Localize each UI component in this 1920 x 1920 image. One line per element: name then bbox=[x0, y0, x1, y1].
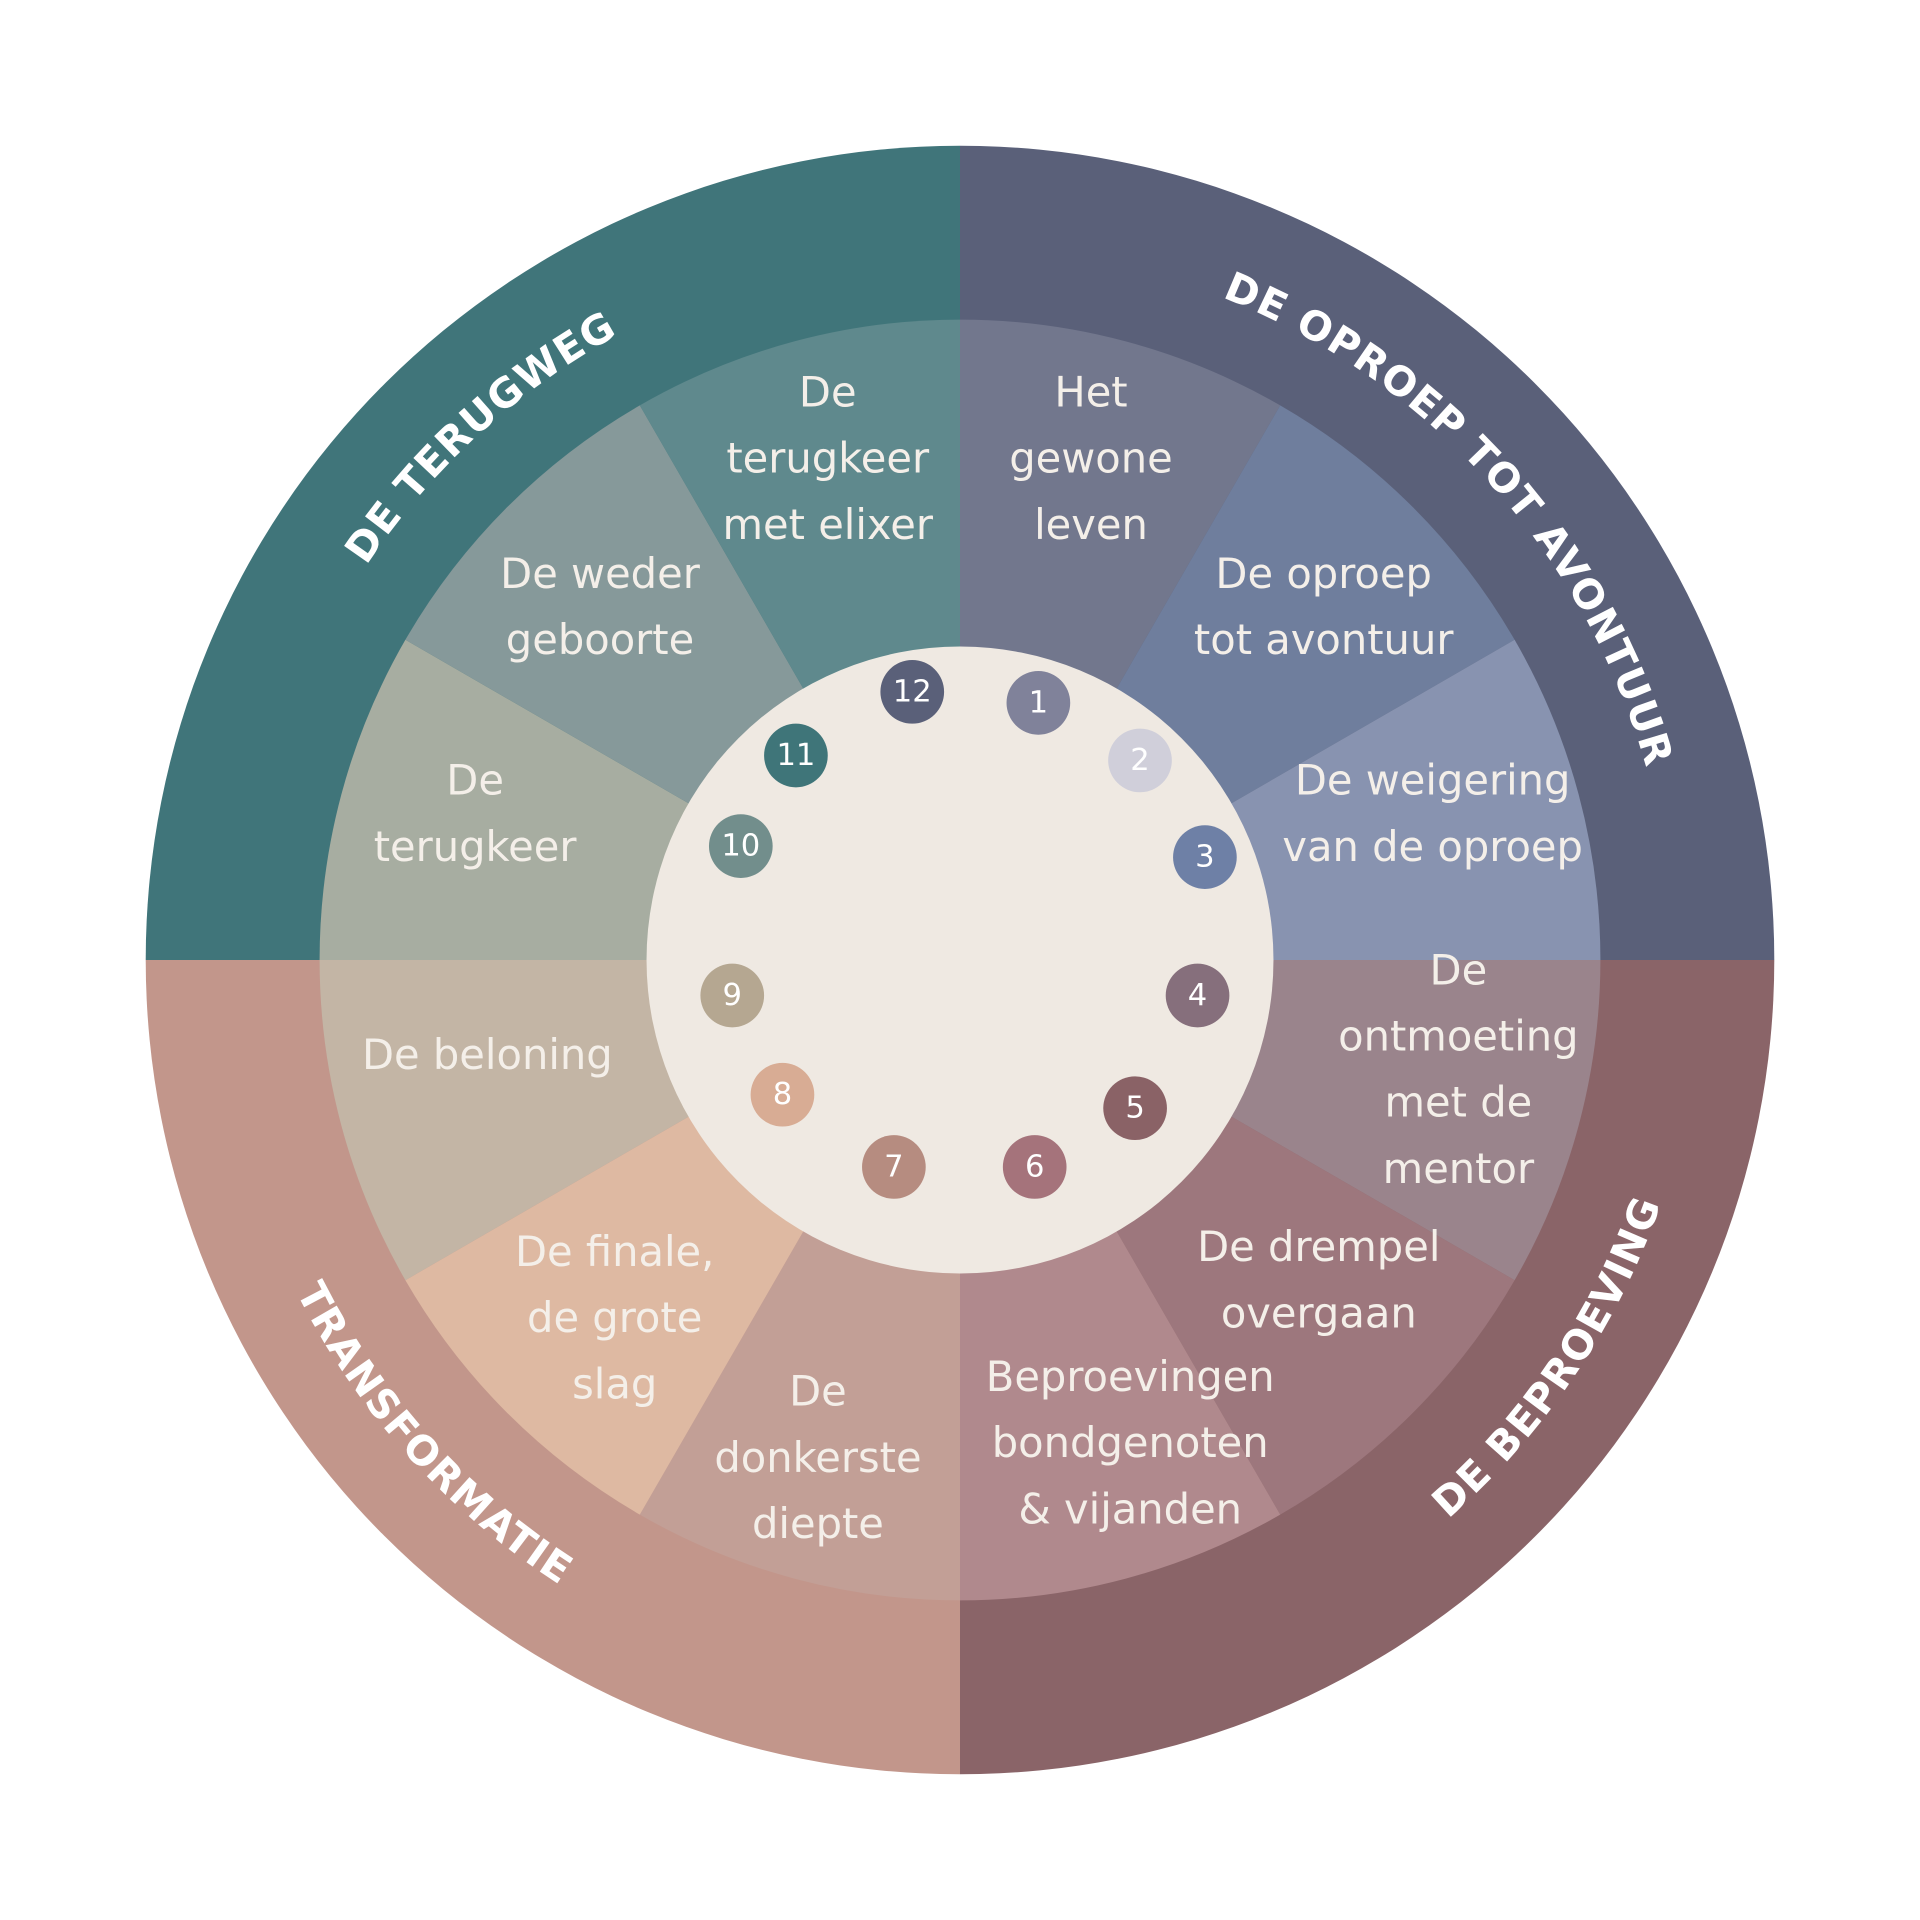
step-label-line: De bbox=[789, 1367, 847, 1416]
step-label-line: diepte bbox=[752, 1499, 884, 1548]
step-badge-9: 9 bbox=[700, 963, 765, 1028]
step-badge-5: 5 bbox=[1103, 1076, 1167, 1140]
step-label-line: de grote bbox=[527, 1293, 702, 1342]
step-label-line: slag bbox=[572, 1359, 657, 1408]
step-badge-7: 7 bbox=[862, 1135, 926, 1199]
step-label-2: De oproep tot avontuur bbox=[1194, 549, 1454, 664]
step-label-5: De drempel overgaan bbox=[1197, 1222, 1440, 1337]
badge-number: 11 bbox=[776, 738, 815, 773]
step-label-1: Het gewone leven bbox=[1009, 368, 1173, 549]
step-label-line: met de bbox=[1384, 1078, 1532, 1127]
step-label-7: De donkerste diepte bbox=[714, 1367, 921, 1548]
step-label-line: overgaan bbox=[1221, 1288, 1417, 1337]
step-badge-10: 10 bbox=[708, 814, 773, 878]
badge-number: 4 bbox=[1188, 978, 1207, 1013]
center-disc bbox=[646, 646, 1274, 1274]
step-badge-1: 1 bbox=[1006, 671, 1071, 735]
badge-circle bbox=[1103, 1076, 1167, 1140]
step-label-8: De finale, de grote slag bbox=[515, 1227, 714, 1408]
step-badge-4: 4 bbox=[1165, 963, 1230, 1028]
badge-number: 8 bbox=[773, 1077, 792, 1112]
step-label-9: De beloning bbox=[362, 1030, 613, 1079]
badge-number: 6 bbox=[1025, 1149, 1044, 1184]
step-label-line: De weder bbox=[500, 549, 701, 598]
step-label-4: De ontmoeting met de mentor bbox=[1338, 945, 1578, 1192]
step-label-line: met elixer bbox=[722, 500, 933, 549]
step-labels: Het gewone leven De oproep tot avontuur De we… bbox=[362, 368, 1583, 1548]
badge-number: 12 bbox=[893, 674, 932, 709]
badge-number: 3 bbox=[1195, 840, 1214, 875]
step-label-11: De weder geboorte bbox=[500, 549, 701, 664]
badge-number: 5 bbox=[1125, 1091, 1144, 1126]
step-label-line: De beloning bbox=[362, 1030, 613, 1079]
step-label-line: De finale, bbox=[515, 1227, 714, 1276]
badge-number: 9 bbox=[723, 978, 742, 1013]
step-label-line: De oproep bbox=[1215, 549, 1431, 598]
step-badge-2: 2 bbox=[1108, 728, 1172, 793]
badge-number: 1 bbox=[1029, 685, 1048, 720]
step-label-line: terugkeer bbox=[726, 434, 930, 483]
badge-circle bbox=[1108, 728, 1172, 793]
badge-circle bbox=[700, 963, 765, 1028]
step-label-line: De drempel bbox=[1197, 1222, 1440, 1271]
step-label-line: tot avontuur bbox=[1194, 615, 1454, 664]
badge-number: 2 bbox=[1130, 743, 1149, 778]
step-label-10: De terugkeer bbox=[374, 756, 578, 871]
step-label-3: De weigering van de oproep bbox=[1282, 756, 1583, 871]
badge-number: 10 bbox=[721, 829, 760, 864]
badge-circle bbox=[1006, 671, 1071, 735]
step-badge-11: 11 bbox=[764, 723, 828, 788]
step-badge-8: 8 bbox=[750, 1062, 815, 1127]
step-label-line: ontmoeting bbox=[1338, 1012, 1578, 1061]
badge-circle bbox=[708, 814, 773, 878]
step-label-line: mentor bbox=[1383, 1144, 1535, 1193]
step-label-line: Beproevingen bbox=[986, 1352, 1275, 1401]
step-label-line: gewone bbox=[1009, 434, 1173, 483]
step-badge-12: 12 bbox=[880, 660, 945, 724]
step-label-line: leven bbox=[1034, 500, 1148, 549]
badge-number: 7 bbox=[884, 1149, 903, 1184]
step-label-line: bondgenoten bbox=[992, 1418, 1269, 1467]
step-label-12: De terugkeer met elixer bbox=[722, 368, 933, 549]
badge-circle bbox=[750, 1062, 815, 1127]
step-label-line: De bbox=[446, 756, 504, 805]
step-label-line: van de oproep bbox=[1282, 822, 1583, 871]
badge-circle bbox=[1165, 963, 1230, 1028]
step-label-6: Beproevingen bondgenoten & vijanden bbox=[986, 1352, 1275, 1533]
step-label-line: De bbox=[1430, 945, 1488, 994]
badge-circle bbox=[880, 660, 945, 724]
step-label-line: & vijanden bbox=[1018, 1484, 1242, 1533]
step-label-line: De weigering bbox=[1295, 756, 1571, 805]
step-badge-6: 6 bbox=[1002, 1135, 1067, 1199]
badge-circle bbox=[862, 1135, 926, 1199]
badge-circle bbox=[1002, 1135, 1067, 1199]
step-badge-3: 3 bbox=[1173, 825, 1237, 889]
badge-circle bbox=[1173, 825, 1237, 889]
badge-circle bbox=[764, 723, 828, 788]
step-label-line: terugkeer bbox=[374, 822, 578, 871]
step-label-line: donkerste bbox=[714, 1433, 921, 1482]
step-label-line: Het bbox=[1054, 368, 1127, 417]
step-label-line: geboorte bbox=[506, 615, 694, 664]
step-label-line: De bbox=[799, 368, 857, 417]
